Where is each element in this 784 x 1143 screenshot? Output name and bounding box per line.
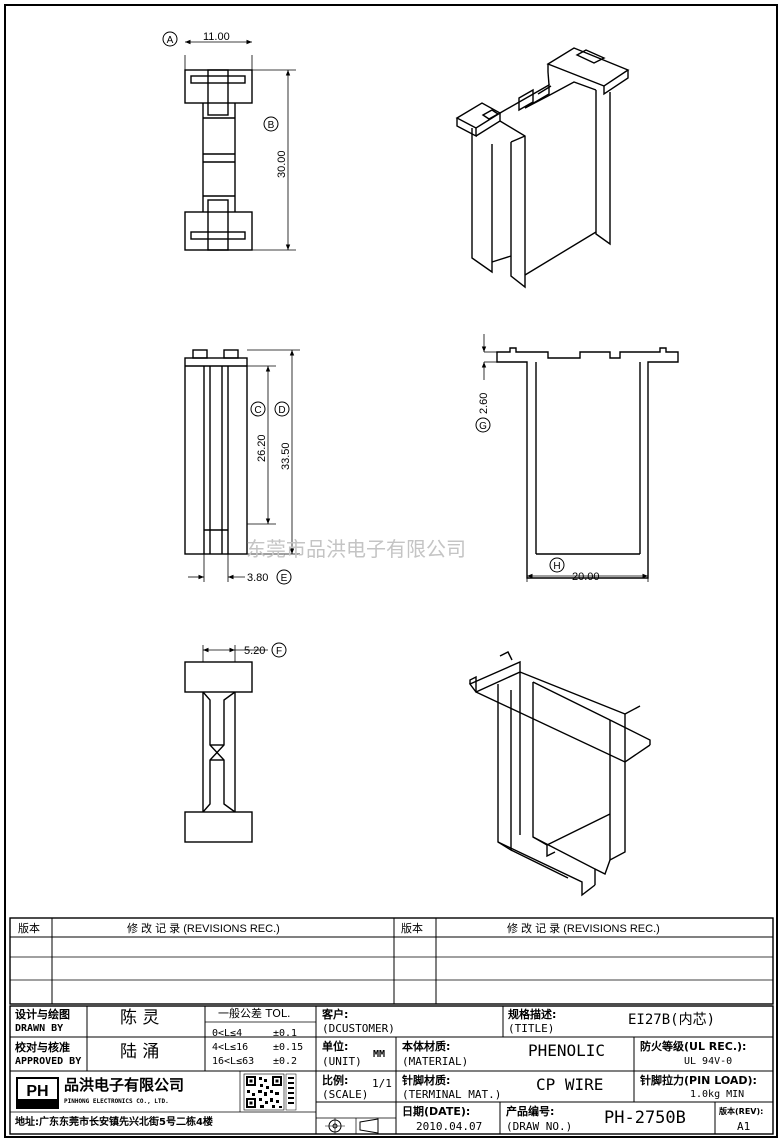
- rev-col-record-1: 修 改 记 录 (REVISIONS REC.): [127, 921, 280, 935]
- label-a: A: [167, 35, 174, 46]
- rev-col-version-1: 版本: [18, 921, 40, 935]
- scale-value: 1/1: [372, 1077, 392, 1090]
- label-h: H: [553, 561, 560, 572]
- label-c: C: [254, 405, 261, 416]
- sheet-border: [4, 4, 778, 1138]
- spec-value: EI27B(内芯): [628, 1012, 716, 1028]
- view-top: [184, 39, 296, 251]
- rev-col-version-2: 版本: [401, 921, 423, 935]
- dim-h-value: 20.00: [572, 571, 600, 583]
- material-label-cn: 本体材质:: [402, 1040, 451, 1053]
- terminal-label-cn: 针脚材质:: [402, 1074, 451, 1087]
- unit-label-en: (UNIT): [322, 1055, 362, 1068]
- spec-label-en: (TITLE): [508, 1022, 555, 1035]
- revision-value: A1: [737, 1120, 751, 1133]
- label-f: F: [276, 646, 282, 657]
- scale-label-en: (SCALE): [322, 1088, 369, 1101]
- dim-c-value: 26.20: [256, 434, 268, 462]
- approved-by-cn: 校对与核准: [15, 1041, 70, 1054]
- tolerance-range-2: 4<L≤16: [212, 1042, 249, 1053]
- logo-letters: PH: [26, 1083, 48, 1100]
- dim-d-value: 33.50: [280, 442, 292, 470]
- projection-symbol-icon: [325, 1118, 379, 1134]
- tolerance-range-3: 16<L≤63: [212, 1056, 255, 1067]
- dim-a-value: 11.00: [203, 31, 230, 43]
- pin-load-label: 针脚拉力(PIN LOAD):: [640, 1074, 757, 1087]
- label-e: E: [281, 573, 288, 584]
- material-label-en: (MATERIAL): [402, 1055, 469, 1068]
- view-side: [481, 334, 679, 582]
- fire-rating-value: UL 94V-0: [684, 1056, 733, 1067]
- fire-rating-label: 防火等级(UL REC.):: [640, 1040, 747, 1053]
- qr-code-icon: [243, 1073, 297, 1111]
- revision-label: 版本(REV):: [719, 1107, 764, 1116]
- watermark: 东莞市品洪电子有限公司: [246, 538, 466, 561]
- draw-no-label-en: (DRAW NO.): [506, 1120, 573, 1133]
- label-g: G: [479, 421, 487, 432]
- company-name-cn: 品洪电子有限公司: [64, 1076, 185, 1094]
- view-isometric-2: [468, 651, 651, 897]
- customer-label-cn: 客户:: [322, 1008, 349, 1021]
- customer-label-en: (DCUSTOMER): [322, 1022, 395, 1035]
- unit-label-cn: 单位:: [322, 1040, 349, 1053]
- view-front: [184, 349, 300, 582]
- label-b: B: [268, 120, 275, 131]
- draw-no-label-cn: 产品编号:: [506, 1105, 555, 1118]
- tolerance-value-2: ±0.15: [273, 1042, 304, 1053]
- pin-load-value: 1.0kg MIN: [690, 1089, 745, 1100]
- company-name-en: PINHONG ELECTRONICS CO., LTD.: [64, 1098, 169, 1105]
- material-value: PHENOLIC: [528, 1041, 606, 1060]
- tolerance-value-3: ±0.2: [273, 1056, 298, 1067]
- date-label: 日期(DATE):: [402, 1105, 471, 1118]
- dim-b-value: 30.00: [276, 150, 288, 178]
- view-bottom: [184, 645, 268, 843]
- terminal-value: CP WIRE: [536, 1075, 604, 1094]
- rev-col-record-2: 修 改 记 录 (REVISIONS REC.): [507, 921, 660, 935]
- unit-value: MM: [373, 1049, 386, 1060]
- date-value: 2010.04.07: [416, 1120, 483, 1133]
- dim-e-value: 3.80: [247, 572, 268, 584]
- tolerance-value-1: ±0.1: [273, 1028, 298, 1039]
- company-logo: PH: [16, 1077, 59, 1109]
- approved-by-en: APPROVED BY: [15, 1056, 82, 1067]
- terminal-label-en: (TERMINAL MAT.): [402, 1088, 502, 1101]
- designer-name: 陈 灵: [120, 1008, 160, 1028]
- label-d: D: [278, 405, 285, 416]
- draw-no-value: PH-2750B: [604, 1108, 686, 1128]
- tolerance-title: 一般公差 TOL.: [218, 1007, 291, 1020]
- drawn-by-en: DRAWN BY: [15, 1023, 64, 1034]
- scale-label-cn: 比例:: [322, 1074, 349, 1087]
- drawn-by-cn: 设计与绘图: [15, 1008, 70, 1021]
- dim-g-value: 2.60: [478, 393, 490, 414]
- company-address: 地址:广东东莞市长安镇先兴北街5号二栋4楼: [15, 1117, 213, 1128]
- dim-f-value: 5.20: [244, 645, 265, 657]
- revisions-table: [9, 917, 774, 1005]
- title-block-grid: [9, 1005, 774, 1135]
- approver-name: 陆 涌: [120, 1042, 160, 1062]
- spec-label-cn: 规格描述:: [508, 1008, 557, 1021]
- view-isometric-1: [455, 47, 630, 289]
- tolerance-range-1: 0<L≤4: [212, 1028, 243, 1039]
